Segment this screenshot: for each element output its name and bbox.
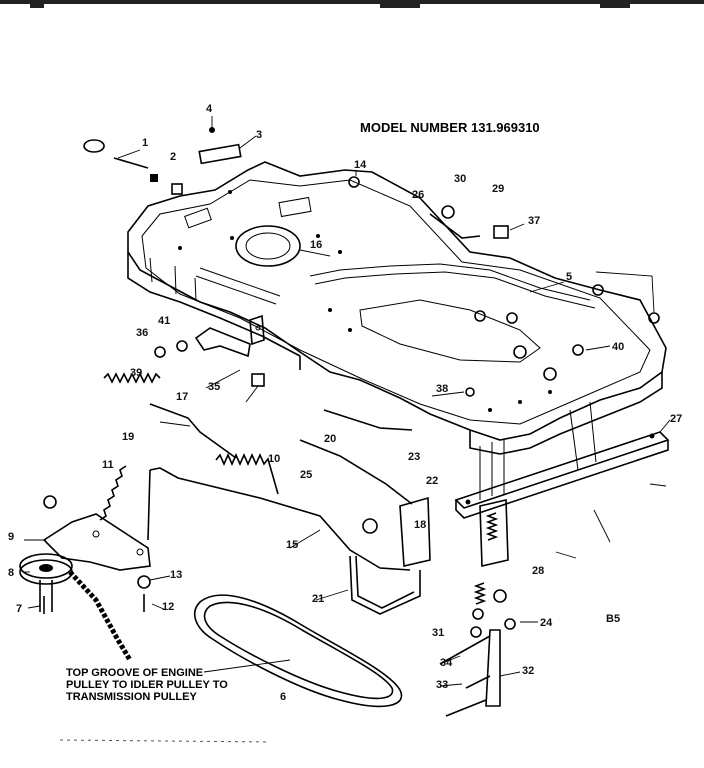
callout-10: 10 xyxy=(268,453,280,465)
hardware-items xyxy=(43,127,660,638)
note-line-1: TOP GROOVE OF ENGINE xyxy=(66,667,203,679)
scan-noise xyxy=(59,739,271,743)
callout-25: 25 xyxy=(300,469,312,481)
v-belt xyxy=(193,594,403,708)
note-line-3: TRANSMISSION PULLEY xyxy=(66,691,197,703)
frame-rails xyxy=(454,401,670,519)
leader-lines xyxy=(24,116,671,687)
callout-39: 39 xyxy=(130,367,142,379)
frame-assembly xyxy=(127,161,667,455)
callout-8: 8 xyxy=(8,567,14,579)
callout-38: 38 xyxy=(436,383,448,395)
callout-22: 22 xyxy=(426,475,438,487)
idler-pulley xyxy=(19,553,73,612)
callout-9: 9 xyxy=(8,531,14,543)
callout-5: 5 xyxy=(566,271,572,283)
frame-holes xyxy=(178,190,552,412)
callout-14: 14 xyxy=(354,159,367,171)
callout-labels: 1 2 3 4 5 6 7 8 9 10 11 12 13 14 15 16 1… xyxy=(8,103,682,703)
callout-17: 17 xyxy=(176,391,188,403)
callout-41: 41 xyxy=(158,315,170,327)
callout-24: 24 xyxy=(540,617,553,629)
note-line-2: PULLEY TO IDLER PULLEY TO xyxy=(66,679,228,691)
callout-20: 20 xyxy=(324,433,336,445)
control-bracket xyxy=(194,314,265,358)
callout-32: 32 xyxy=(522,665,534,677)
drive-belt-lead xyxy=(68,570,133,662)
routing-note: TOP GROOVE OF ENGINE PULLEY TO IDLER PUL… xyxy=(66,659,291,703)
idler-arm xyxy=(42,513,151,571)
callout-7: 7 xyxy=(16,603,22,615)
callout-2: 2 xyxy=(170,151,176,163)
callout-16: 16 xyxy=(310,239,322,251)
callout-3: 3 xyxy=(256,129,262,141)
callout-23: 23 xyxy=(408,451,420,463)
callout-37: 37 xyxy=(528,215,540,227)
callout-26: 26 xyxy=(412,189,424,201)
model-number-title: MODEL NUMBER 131.969310 xyxy=(360,120,540,135)
brake-linkage xyxy=(399,496,509,717)
callout-28: 28 xyxy=(532,565,544,577)
callout-33: 33 xyxy=(436,679,448,691)
callout-12: 12 xyxy=(162,601,174,613)
callout-1: 1 xyxy=(142,137,148,149)
callout-30: 30 xyxy=(454,173,466,185)
top-edge-marks xyxy=(0,0,704,8)
callout-18: 18 xyxy=(414,519,426,531)
callout-27: 27 xyxy=(670,413,682,425)
callout-40: 40 xyxy=(612,341,624,353)
callout-36: 36 xyxy=(136,327,148,339)
page-mark: B5 xyxy=(606,613,620,625)
callout-11: 11 xyxy=(102,459,114,471)
linkage-rods xyxy=(99,372,421,615)
callout-6: 6 xyxy=(280,691,286,703)
callout-19: 19 xyxy=(122,431,134,443)
callout-15: 15 xyxy=(286,539,298,551)
callout-29: 29 xyxy=(492,183,504,195)
callout-13: 13 xyxy=(170,569,182,581)
callout-35: 35 xyxy=(208,381,220,393)
callout-4: 4 xyxy=(206,103,213,115)
callout-31: 31 xyxy=(432,627,444,639)
